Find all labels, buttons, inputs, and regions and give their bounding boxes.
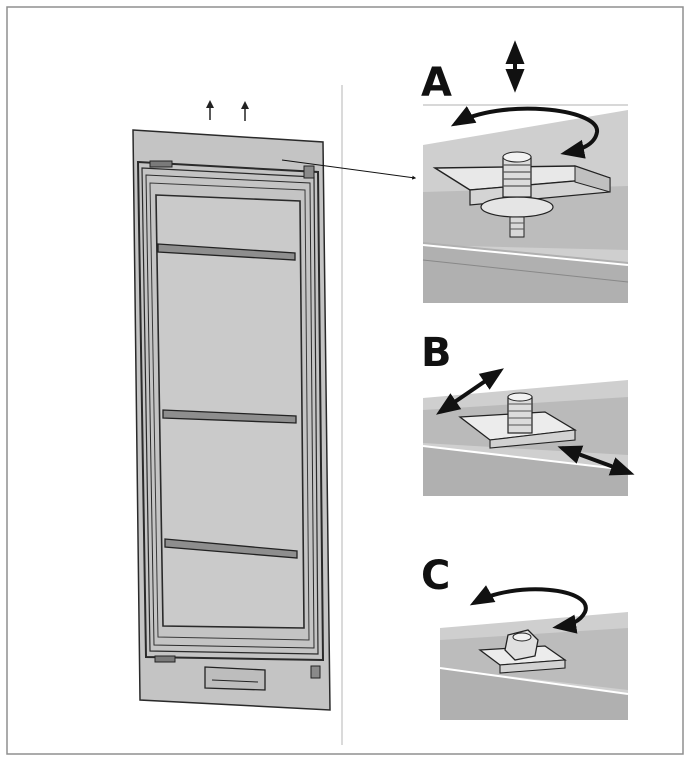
door-shelf <box>157 243 296 261</box>
rotate-arrow-icon <box>469 585 588 634</box>
door-shelf <box>162 409 297 424</box>
page-border <box>6 6 684 755</box>
detail-b <box>422 380 629 496</box>
rotate-arrow-icon <box>450 106 599 159</box>
up-arrow-icon <box>206 100 214 120</box>
diagonal-double-arrow-icon <box>557 445 635 476</box>
diagonal-double-arrow-icon <box>436 368 504 415</box>
detail-label-a: A <box>421 60 452 106</box>
pointer-line <box>281 159 417 180</box>
door-panel <box>132 129 331 711</box>
detail-label-b: B <box>421 330 451 376</box>
detail-label-c: C <box>421 553 450 599</box>
detail-c <box>439 612 629 720</box>
up-arrow-icon <box>241 101 249 121</box>
door-shelf <box>164 538 298 559</box>
